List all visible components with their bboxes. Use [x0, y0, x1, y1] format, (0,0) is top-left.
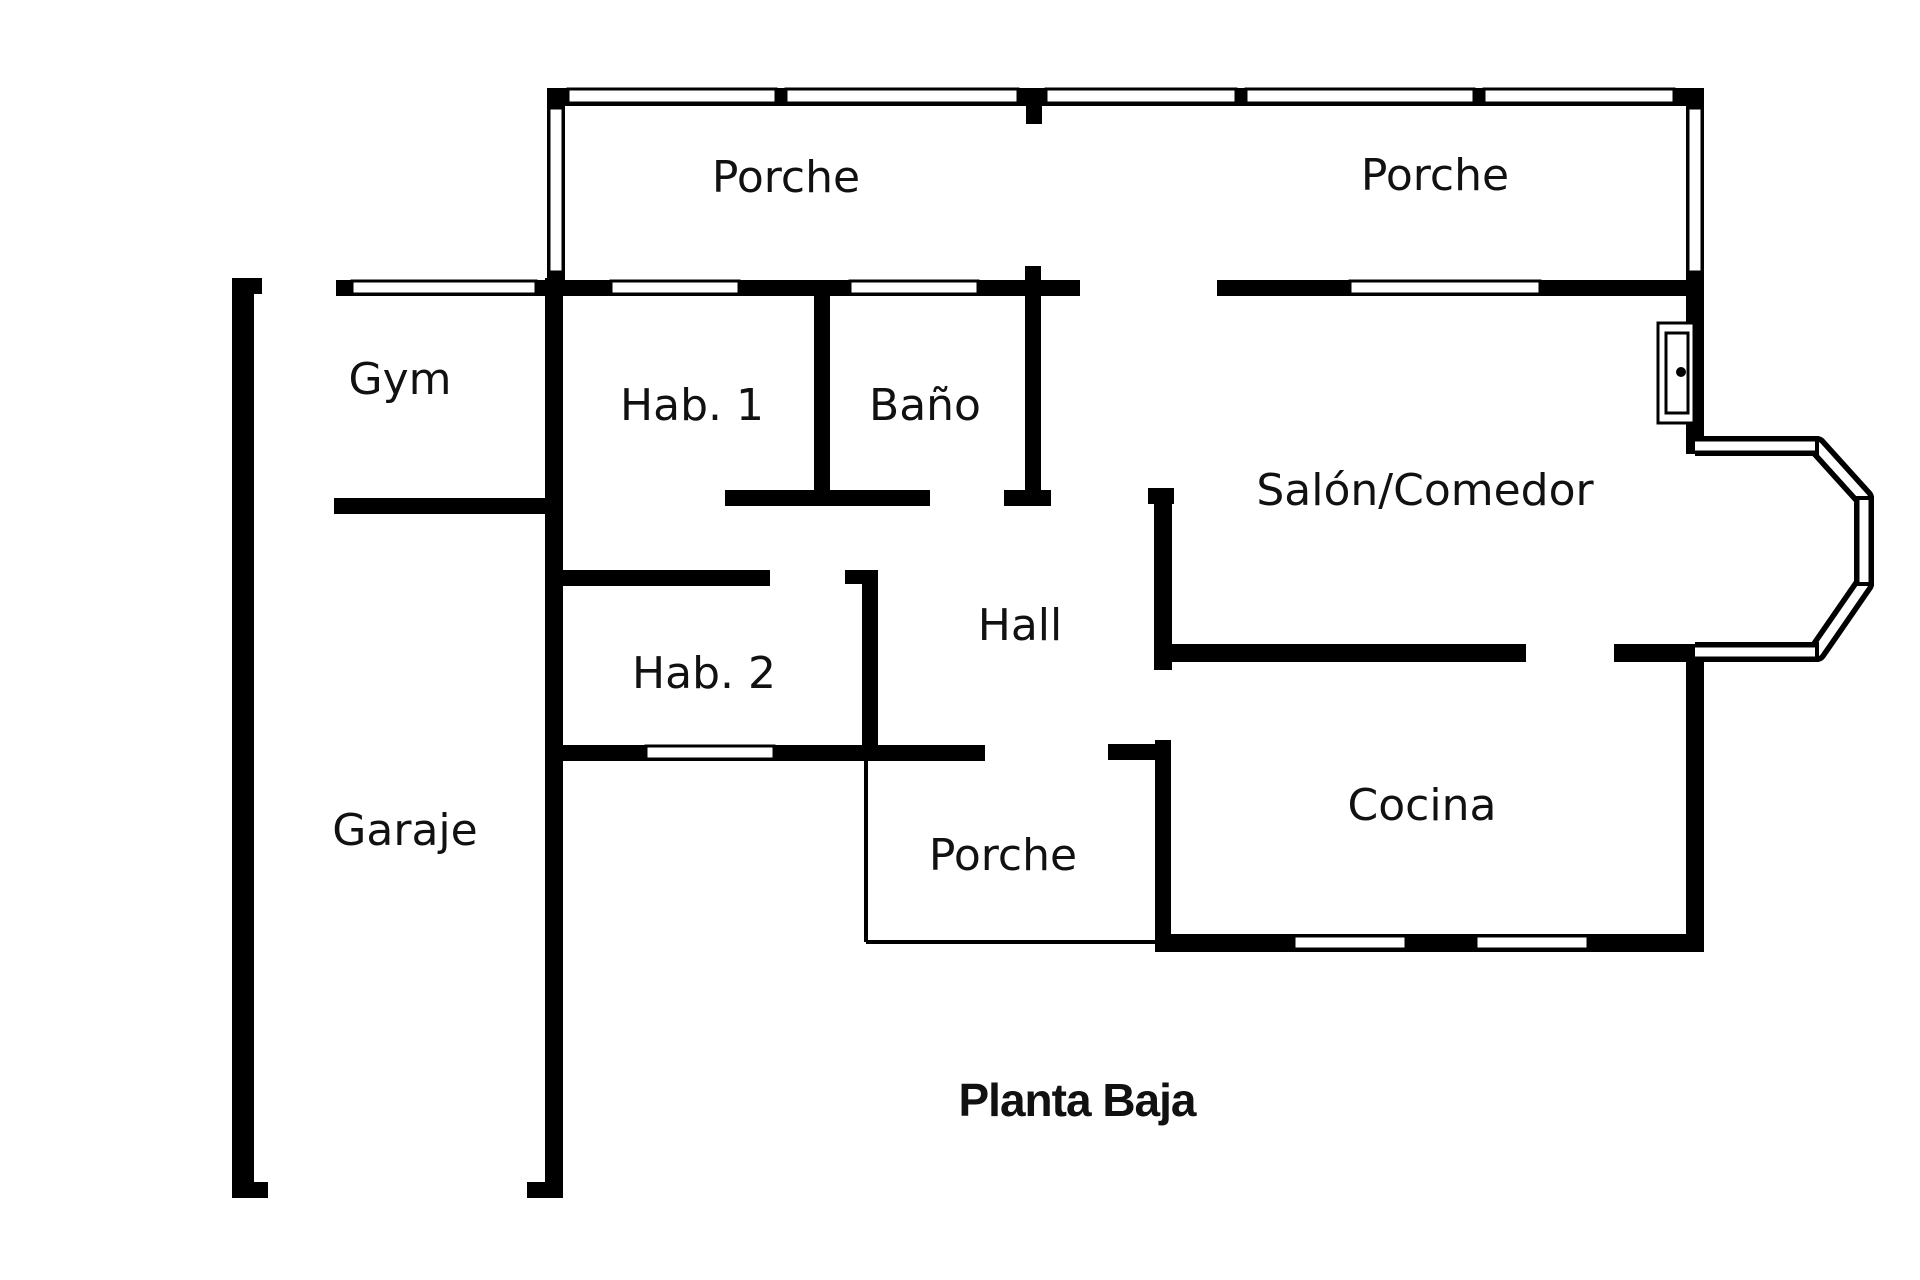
wall-hab2-top: [560, 570, 770, 586]
room-labels: Porche Porche Gym Hab. 1 Baño Salón/Come…: [332, 150, 1594, 881]
window-porch-right: [1686, 106, 1704, 274]
window-porch-top-5: [1482, 87, 1676, 105]
window-salon-top: [1348, 279, 1542, 296]
wall-cocina-left-cap: [1108, 744, 1171, 760]
room-label-porche-bottom: Porche: [929, 830, 1077, 881]
window-porch-top-4: [1244, 87, 1476, 105]
fireplace-icon: [1656, 321, 1696, 425]
wall-garage-left-top-cap: [232, 278, 262, 294]
porch-bottom-outline: [864, 760, 1160, 944]
window-porch-top-3: [1044, 87, 1238, 105]
room-label-porche-left: Porche: [712, 152, 860, 203]
room-label-porche-right: Porche: [1361, 150, 1509, 201]
room-label-cocina: Cocina: [1348, 780, 1497, 831]
window-hab2-bottom: [644, 744, 776, 761]
window-bano-top: [848, 279, 980, 296]
room-label-gym: Gym: [349, 354, 452, 405]
wall-spine: [545, 278, 563, 1198]
room-label-salon: Salón/Comedor: [1256, 465, 1594, 516]
wall-porch-top-post: [1026, 88, 1042, 124]
window-cocina-bottom-1: [1292, 934, 1408, 951]
wall-gym-garage: [334, 498, 548, 514]
wall-right-lower: [1686, 644, 1704, 950]
wall-bano-bottom-stub: [1004, 490, 1051, 506]
bay-window: [1695, 436, 1874, 662]
wall-hab1-bottom: [725, 490, 930, 506]
wall-spine-bottom-cap: [527, 1182, 563, 1198]
wall-bano-right: [1025, 266, 1041, 506]
wall-salon-left: [1154, 488, 1172, 670]
room-label-hab2: Hab. 2: [632, 648, 776, 699]
wall-salon-left-cap: [1148, 488, 1174, 504]
wall-hab2-right: [862, 570, 878, 760]
windows: [350, 87, 1704, 951]
wall-cocina-bottom: [1155, 934, 1704, 952]
wall-hab2-right-cap: [845, 570, 878, 584]
window-hab1-top: [609, 279, 741, 296]
room-label-hab1: Hab. 1: [620, 380, 764, 431]
wall-salon-cocina-left: [1154, 644, 1526, 662]
plan-title: Planta Baja: [959, 1074, 1197, 1126]
wall-hab1-bano: [814, 280, 830, 492]
room-label-garaje: Garaje: [332, 805, 477, 856]
window-porch-left: [547, 106, 565, 274]
walls: [232, 88, 1704, 1198]
wall-garage-left: [232, 278, 254, 1198]
window-porch-top-1: [566, 87, 778, 105]
window-gym-top: [350, 279, 538, 296]
window-porch-top-2: [784, 87, 1020, 105]
room-label-bano: Baño: [869, 380, 981, 431]
wall-salon-cocina-right: [1614, 644, 1704, 662]
wall-garage-left-bottom-cap: [232, 1182, 268, 1198]
wall-cocina-left: [1155, 740, 1171, 950]
room-label-hall: Hall: [978, 600, 1063, 651]
window-cocina-bottom-2: [1474, 934, 1590, 951]
